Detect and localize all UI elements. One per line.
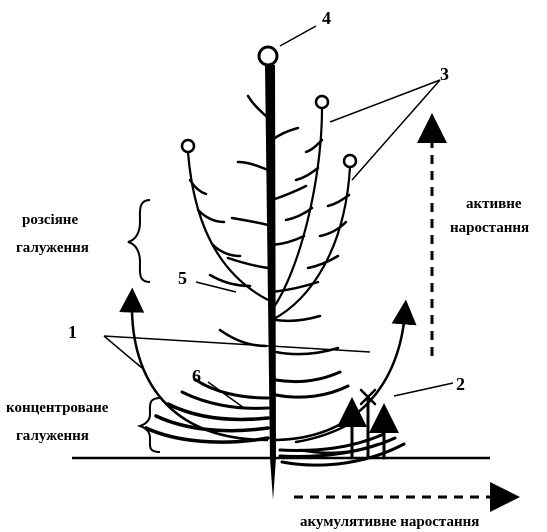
- label-2: 2: [456, 374, 465, 394]
- concentrated-branches: [146, 372, 348, 442]
- basal-shoots: [280, 390, 404, 465]
- accumulative-label: акумулятивне наростання: [300, 514, 479, 530]
- apical-bud-right-lower: [344, 155, 356, 167]
- scattered-label-line1: розсіяне: [22, 212, 78, 228]
- label-5: 5: [178, 268, 187, 288]
- apical-bud-main: [259, 47, 277, 65]
- arc-branch-right: [276, 312, 405, 440]
- leader-lines: [104, 26, 453, 408]
- label-3: 3: [440, 64, 449, 84]
- label-6: 6: [192, 366, 201, 386]
- scattered-label-line2: галуження: [16, 240, 89, 256]
- active-label-line1: активне: [466, 196, 522, 212]
- brace-concentrated: [140, 398, 160, 452]
- concentrated-label-line2: галуження: [16, 428, 89, 444]
- main-trunk: [265, 65, 276, 500]
- apical-bud-left: [182, 140, 194, 152]
- concentrated-label-line1: концентроване: [6, 400, 109, 416]
- label-1: 1: [68, 322, 77, 342]
- brace-scattered: [128, 200, 150, 282]
- left-shoot: [188, 152, 268, 300]
- apical-bud-right-upper: [316, 96, 328, 108]
- label-4: 4: [322, 8, 331, 28]
- active-label-line2: наростання: [450, 220, 529, 236]
